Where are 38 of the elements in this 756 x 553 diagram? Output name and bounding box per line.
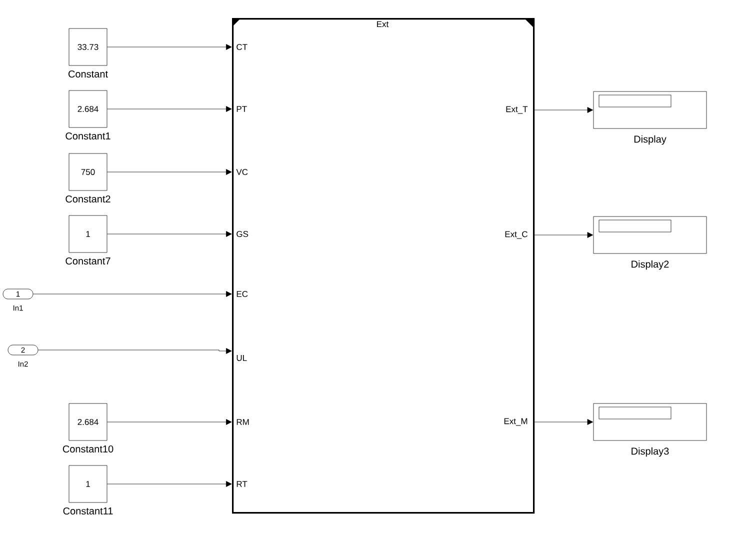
block-name: Display3 [632,447,669,457]
port-label: RM [236,419,249,425]
port-label: PT [236,106,247,112]
block-name: Constant7 [66,257,110,265]
port-label: VC [236,169,248,175]
constant-block: 750 [68,153,108,191]
constant-block: 1 [68,215,108,253]
arrow [534,419,594,425]
block-name: Constant2 [66,195,110,203]
arrow [38,348,232,354]
arrow [534,107,594,113]
block-name: Constant [68,70,108,78]
block-title: Ext [377,21,389,28]
arrow [107,419,232,425]
arrow [107,169,232,175]
arrow [33,291,232,297]
block-name: Constant11 [63,507,113,515]
arrow [107,231,232,237]
constant-block: 1 [68,465,108,503]
port-label: CT [236,44,248,50]
arrow [107,106,232,112]
arrow [107,44,232,50]
constant-block: 2.684 [68,90,108,128]
constant-block: 33.73 [68,28,108,66]
port-label: Ext_T [506,106,528,114]
block-name: Display2 [632,260,669,270]
block-name: Constant10 [62,445,114,453]
port-label: EC [236,291,248,297]
port-label: RT [236,481,248,487]
port-label: Ext_C [505,231,528,239]
arrow [107,481,232,487]
port-label: Ext_M [504,418,528,426]
port-label: UL [236,355,247,361]
constant-block: 2.684 [68,403,108,441]
port-label: GS [236,231,248,237]
arrow [534,232,594,238]
block-name: Display [634,135,666,145]
block-name: Constant1 [66,132,110,140]
